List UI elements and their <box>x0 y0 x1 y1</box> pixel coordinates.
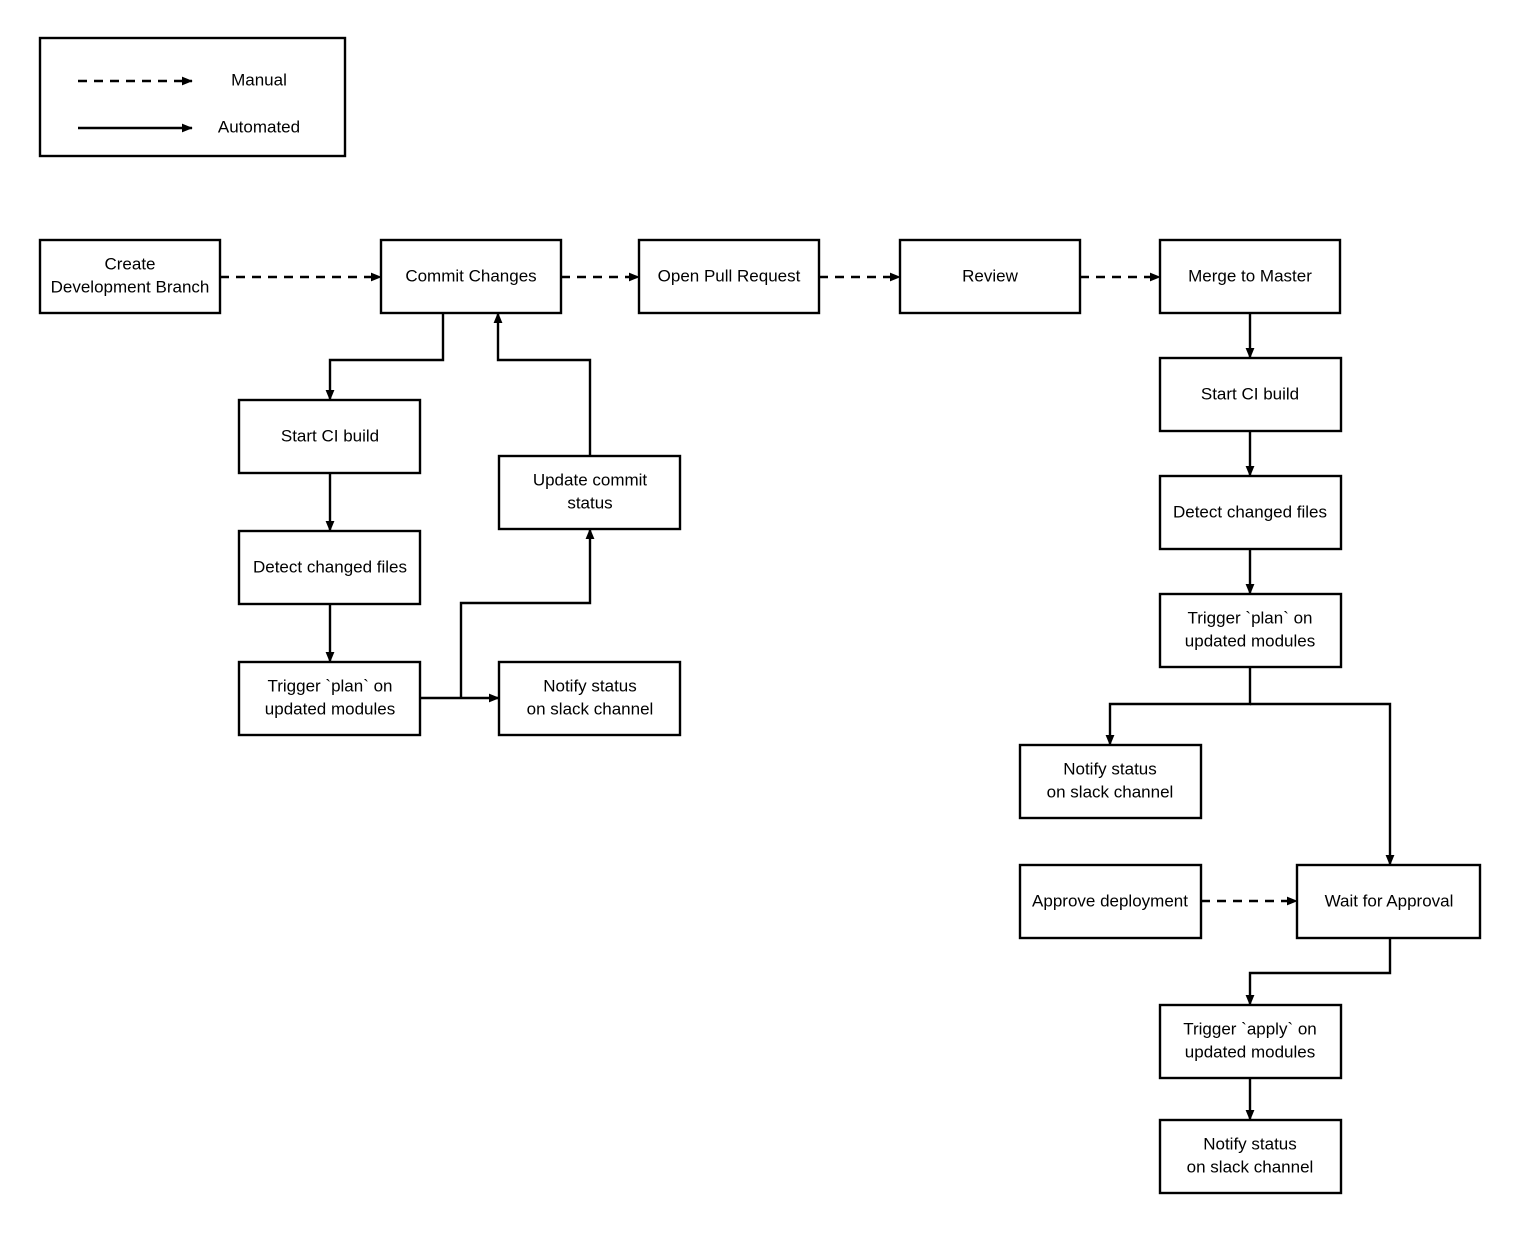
node-approve-deployment[interactable]: Approve deployment <box>1018 863 1203 940</box>
node-wait-for-approval[interactable]: Wait for Approval <box>1295 863 1482 940</box>
node-start-ci-build-master[interactable]: Start CI build <box>1158 356 1343 433</box>
node-box[interactable] <box>379 238 563 315</box>
node-label-line1: Start CI build <box>1201 384 1299 403</box>
node-review[interactable]: Review <box>898 238 1082 315</box>
nodes-layer: Create Development Branch Commit Changes… <box>38 238 1482 1195</box>
node-label-line2: updated modules <box>1185 1042 1315 1061</box>
node-start-ci-build-dev[interactable]: Start CI build <box>237 398 422 475</box>
node-box[interactable] <box>1158 238 1342 315</box>
node-trigger-plan-dev[interactable]: Trigger `plan` on updated modules <box>237 660 422 737</box>
legend-box <box>38 36 347 158</box>
node-notify-slack-apply-master[interactable]: Notify status on slack channel <box>1158 1118 1343 1195</box>
node-label-line2: on slack channel <box>527 699 654 718</box>
edge-wait-to-trigger-apply <box>1245 938 1392 1006</box>
node-box[interactable] <box>237 398 422 475</box>
node-label-line1: Start CI build <box>281 426 379 445</box>
node-box[interactable] <box>38 238 222 315</box>
edge-trigger-plan-to-update-status <box>459 528 595 698</box>
node-label-line2: updated modules <box>265 699 395 718</box>
node-label-line2: on slack channel <box>1047 782 1174 801</box>
node-box[interactable] <box>1158 474 1343 551</box>
node-label-line2: Development Branch <box>51 277 210 296</box>
node-detect-changed-files-master[interactable]: Detect changed files <box>1158 474 1343 551</box>
node-box[interactable] <box>237 660 422 737</box>
node-label-line1: Notify status <box>543 676 637 695</box>
node-notify-slack-dev[interactable]: Notify status on slack channel <box>497 660 682 737</box>
node-box[interactable] <box>237 529 422 606</box>
node-label-line1: Notify status <box>1203 1134 1297 1153</box>
node-commit-changes[interactable]: Commit Changes <box>379 238 563 315</box>
node-create-development-branch[interactable]: Create Development Branch <box>38 238 222 315</box>
node-box[interactable] <box>1295 863 1482 940</box>
node-label-line1: Merge to Master <box>1188 266 1312 285</box>
node-box[interactable] <box>1018 743 1203 820</box>
node-label-line1: Detect changed files <box>253 557 407 576</box>
node-update-commit-status[interactable]: Update commit status <box>497 454 682 531</box>
node-label-line1: Create <box>104 254 155 273</box>
node-detect-changed-files-dev[interactable]: Detect changed files <box>237 529 422 606</box>
node-box[interactable] <box>497 454 682 531</box>
edge-commit-to-start-ci <box>325 313 445 401</box>
node-label-line1: Trigger `apply` on <box>1183 1019 1317 1038</box>
node-merge-to-master[interactable]: Merge to Master <box>1158 238 1342 315</box>
node-box[interactable] <box>1158 1118 1343 1195</box>
node-notify-slack-plan-master[interactable]: Notify status on slack channel <box>1018 743 1203 820</box>
node-box[interactable] <box>637 238 821 315</box>
node-trigger-apply-master[interactable]: Trigger `apply` on updated modules <box>1158 1003 1343 1080</box>
edge-trigger-plan-to-notify-master <box>1105 667 1252 746</box>
node-label-line1: Open Pull Request <box>658 266 801 285</box>
legend-item-automated: Automated <box>78 117 300 136</box>
node-trigger-plan-master[interactable]: Trigger `plan` on updated modules <box>1158 592 1343 669</box>
node-label-line1: Trigger `plan` on <box>267 676 392 695</box>
node-box[interactable] <box>1158 592 1343 669</box>
node-box[interactable] <box>1158 1003 1343 1080</box>
node-label-line2: updated modules <box>1185 631 1315 650</box>
node-label-line1: Trigger `plan` on <box>1187 608 1312 627</box>
node-label-line1: Wait for Approval <box>1325 891 1454 910</box>
node-open-pull-request[interactable]: Open Pull Request <box>637 238 821 315</box>
node-label-line1: Commit Changes <box>405 266 536 285</box>
node-label-line1: Approve deployment <box>1032 891 1188 910</box>
node-box[interactable] <box>1158 356 1343 433</box>
node-label-line1: Detect changed files <box>1173 502 1327 521</box>
edges-layer <box>220 272 1395 1121</box>
node-box[interactable] <box>898 238 1082 315</box>
legend-item-manual: Manual <box>78 70 287 89</box>
node-label-line1: Update commit <box>533 470 648 489</box>
node-box[interactable] <box>1018 863 1203 940</box>
node-box[interactable] <box>497 660 682 737</box>
legend-label-automated: Automated <box>218 117 300 136</box>
node-label-line1: Review <box>962 266 1018 285</box>
node-label-line2: status <box>567 493 612 512</box>
node-label-line1: Notify status <box>1063 759 1157 778</box>
node-label-line2: on slack channel <box>1187 1157 1314 1176</box>
edge-trigger-plan-to-wait <box>1250 702 1395 866</box>
legend-label-manual: Manual <box>231 70 287 89</box>
legend: Manual Automated <box>38 36 347 158</box>
edge-update-status-to-commit <box>493 312 592 456</box>
